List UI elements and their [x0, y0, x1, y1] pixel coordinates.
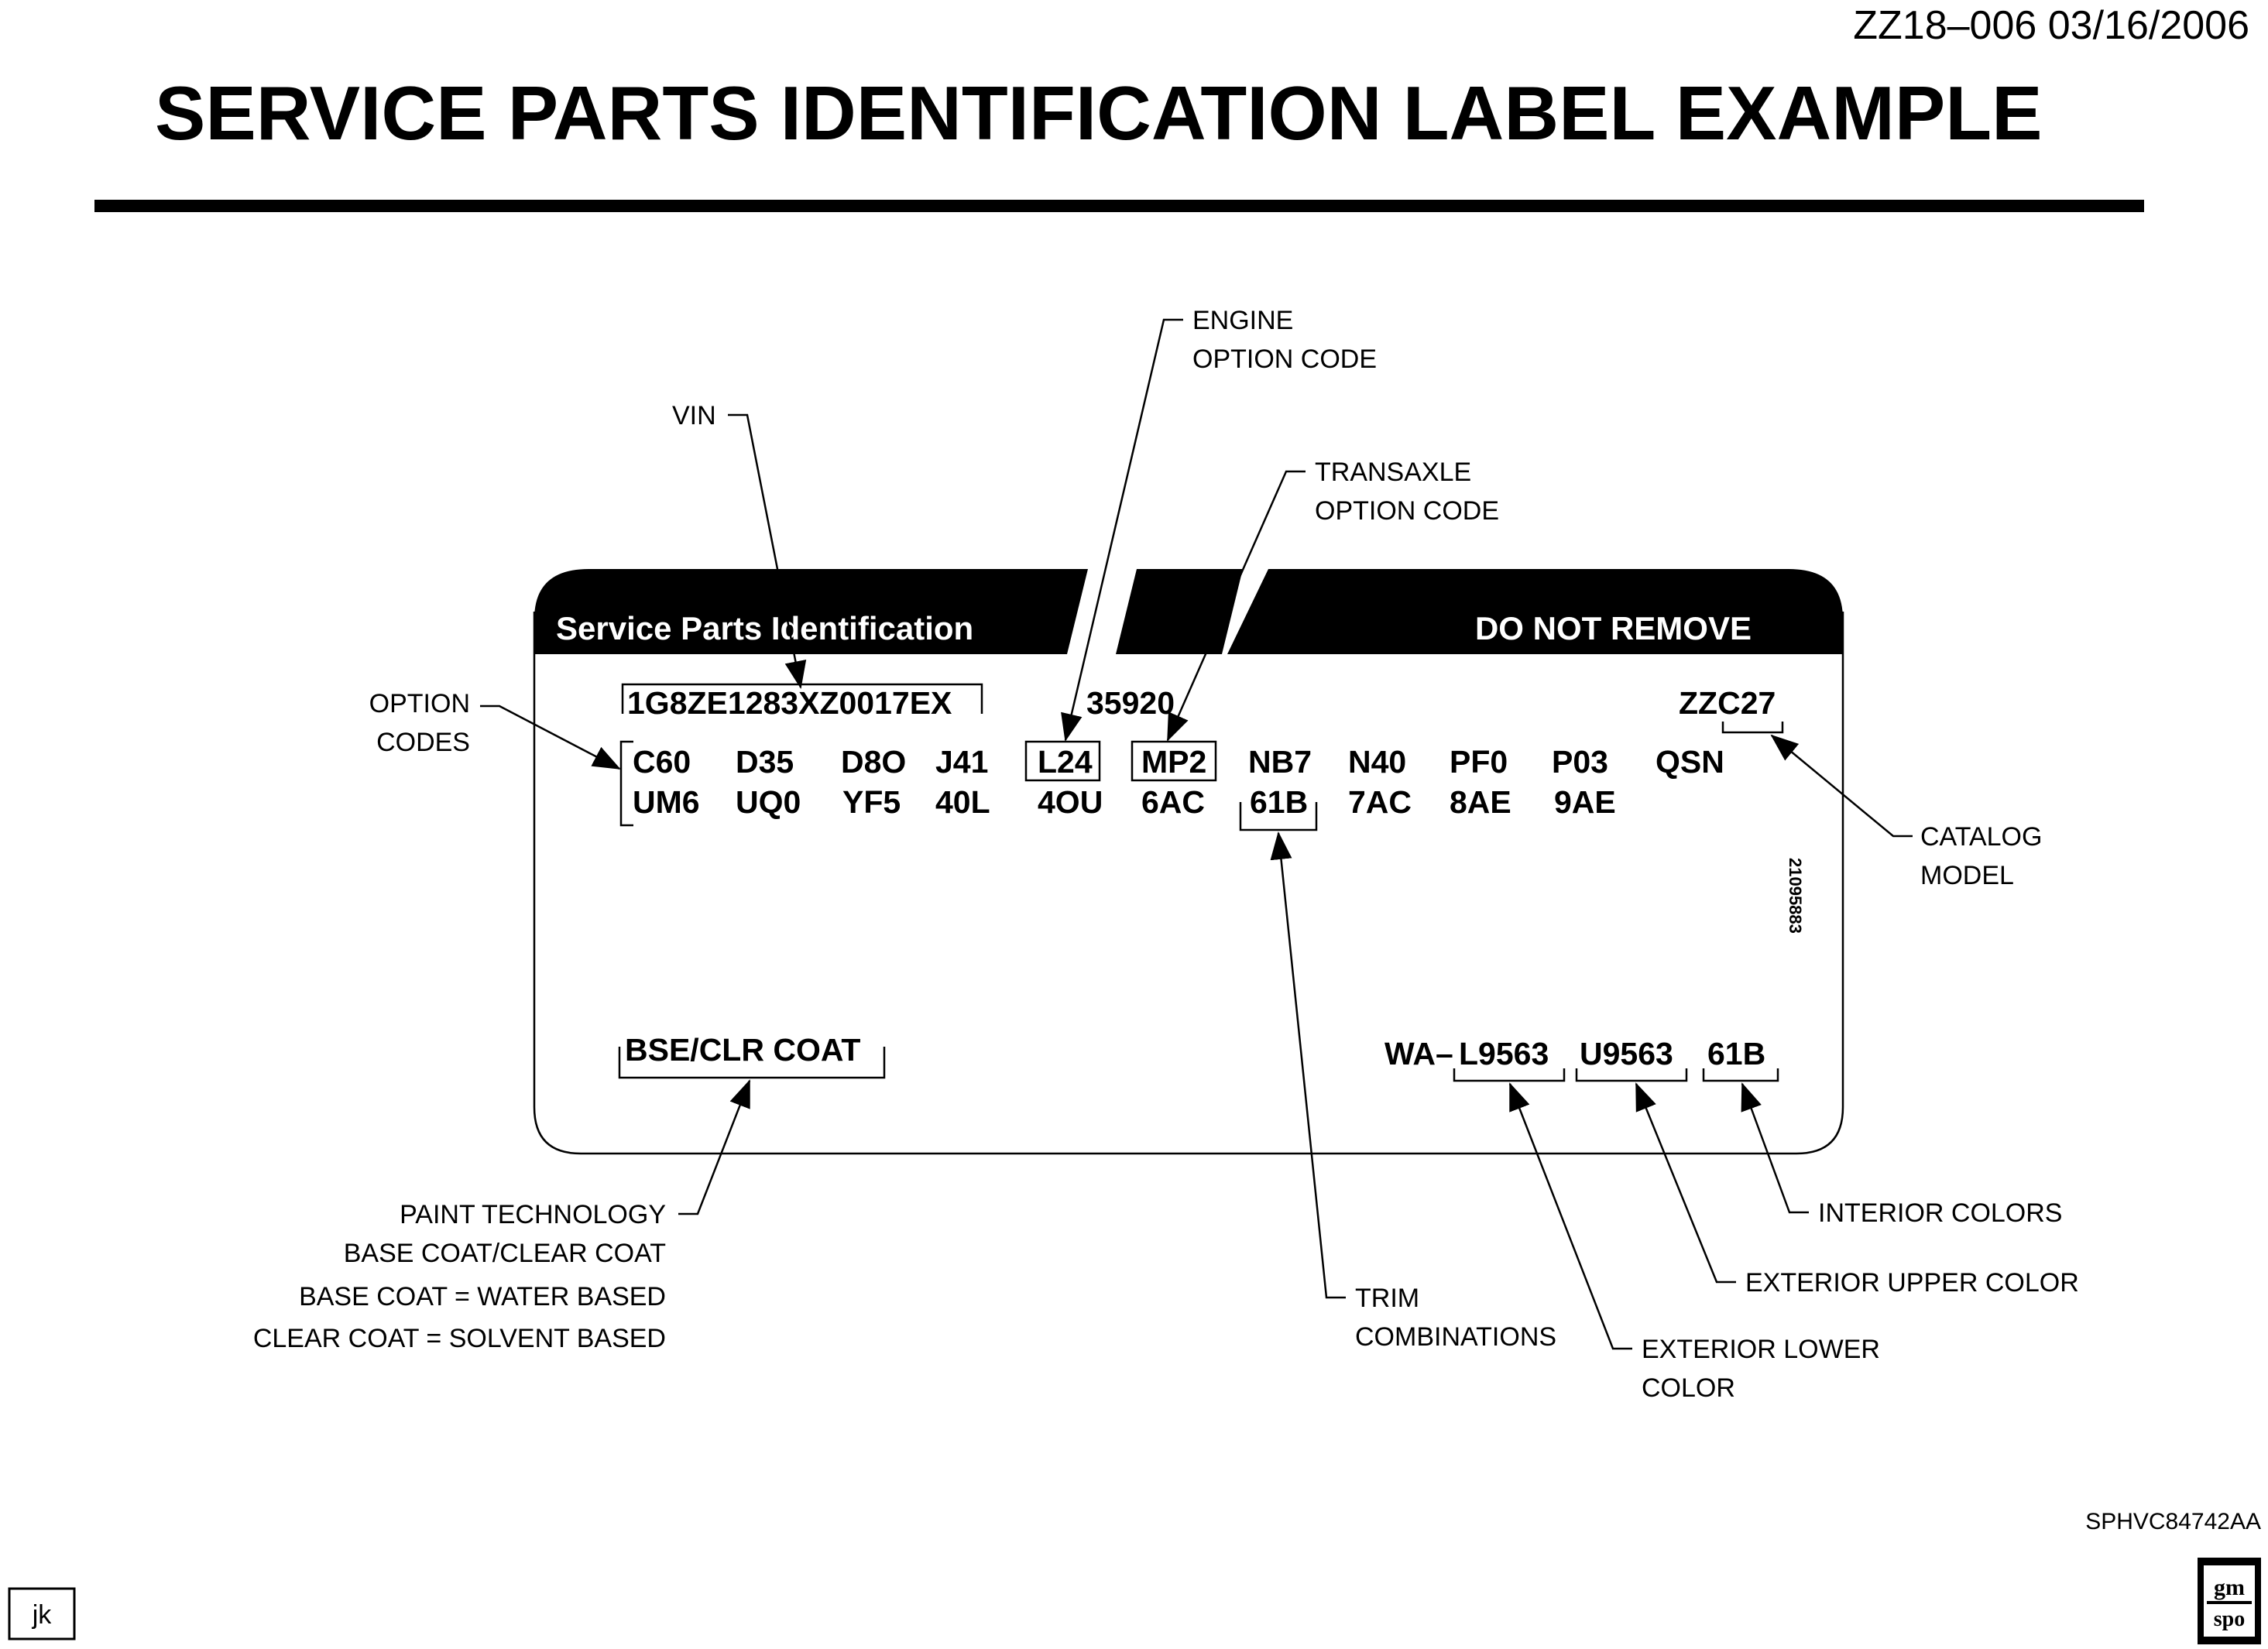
- ext-lower-leader: [1508, 1082, 1632, 1350]
- initials-box: [8, 1587, 76, 1640]
- trim-callout-line1: TRIM: [1355, 1284, 1419, 1313]
- option-code-row2-40l: 40L: [935, 784, 990, 820]
- option-codes-row-2: UM6 UQ0 YF5 40L 4OU 6AC 61B 7AC 8AE 9AE: [633, 784, 1616, 820]
- option-code-row1-pf0: PF0: [1450, 744, 1508, 780]
- initials: jk: [32, 1600, 53, 1630]
- engine-code-box: [1024, 740, 1101, 782]
- vin-value: 1G8ZE1283XZ0017EX: [627, 685, 952, 721]
- ext-upper-value: U9563: [1580, 1036, 1673, 1071]
- title-rule: [94, 200, 2144, 212]
- catalog-bracket: [1721, 722, 1784, 734]
- option-codes-row-1: C60 D35 D8O J41 L24 MP2 NB7 N40 PF0 P03 QSN: [633, 744, 1724, 780]
- catalog-callout-line2: MODEL: [1920, 861, 2014, 890]
- option-code-row2-9ae: 9AE: [1554, 784, 1616, 820]
- transaxle-code-box: [1131, 740, 1217, 782]
- option-codes-callout-line2: CODES: [376, 728, 470, 757]
- option-code-row2-8ae: 8AE: [1450, 784, 1511, 820]
- ext-lower-value: L9563: [1459, 1036, 1549, 1071]
- option-code-row2-um6: UM6: [633, 784, 700, 820]
- catalog-leader: [1770, 734, 1913, 838]
- paint-bracket: [618, 1047, 886, 1079]
- ext-lower-callout-line2: COLOR: [1642, 1373, 1735, 1403]
- option-code-row1-j41: J41: [935, 744, 988, 780]
- ext-upper-callout: EXTERIOR UPPER COLOR: [1745, 1268, 2079, 1298]
- trim-bracket: [1239, 802, 1318, 831]
- interior-callout: INTERIOR COLORS: [1818, 1198, 2062, 1228]
- part-number: 21095883: [1786, 858, 1805, 934]
- ext-lower-bracket: [1453, 1068, 1566, 1082]
- ext-upper-bracket: [1575, 1068, 1688, 1082]
- ext-lower-callout-line1: EXTERIOR LOWER: [1642, 1335, 1880, 1364]
- paint-callout-line2: BASE COAT/CLEAR COAT: [344, 1239, 666, 1268]
- label-header-left: Service Parts Identification: [556, 610, 973, 646]
- paint-leader: [678, 1079, 751, 1215]
- option-code-row1-d8o: D8O: [841, 744, 906, 780]
- trim-leader: [1270, 831, 1346, 1299]
- option-code-row2-6ac: 6AC: [1141, 784, 1205, 820]
- catalog-callout-line1: CATALOG: [1920, 822, 2042, 852]
- option-code-row2-yf5: YF5: [842, 784, 901, 820]
- label-outline: [533, 612, 1844, 1155]
- option-code-row1-c60: C60: [633, 744, 691, 780]
- transaxle-leader: [1166, 470, 1306, 742]
- label-header-band-right: [1227, 569, 1843, 654]
- page-title: SERVICE PARTS IDENTIFICATION LABEL EXAMP…: [155, 70, 2043, 156]
- option-code-row2-7ac: 7AC: [1348, 784, 1412, 820]
- option-codes-bracket: [619, 740, 633, 827]
- paint-callout-line1: PAINT TECHNOLOGY: [400, 1200, 666, 1229]
- interior-bracket: [1702, 1068, 1779, 1082]
- option-codes-callout-line1: OPTION: [369, 689, 470, 718]
- option-code-row1-mp2: MP2: [1141, 744, 1206, 780]
- option-code-row1-l24: L24: [1038, 744, 1093, 780]
- document-id: ZZ18–006 03/16/2006: [1853, 3, 2249, 48]
- engine-callout-line1: ENGINE: [1192, 306, 1293, 335]
- interior-leader: [1741, 1082, 1809, 1214]
- option-code-row1-d35: D35: [736, 744, 794, 780]
- option-code-row1-n40: N40: [1348, 744, 1406, 780]
- paint-tech-value: BSE/CLR COAT: [625, 1032, 860, 1068]
- logo-text-bottom: spo: [2214, 1607, 2245, 1631]
- transaxle-callout-line2: OPTION CODE: [1315, 496, 1499, 526]
- option-code-row1-nb7: NB7: [1248, 744, 1312, 780]
- transaxle-callout-line1: TRANSAXLE: [1315, 458, 1471, 487]
- ext-upper-leader: [1635, 1082, 1736, 1284]
- option-code-row1-qsn: QSN: [1656, 744, 1724, 780]
- trim-callout-line2: COMBINATIONS: [1355, 1322, 1556, 1352]
- engine-leader: [1061, 318, 1183, 742]
- label-header-band-mid: [1116, 569, 1243, 654]
- option-code-row2-4ou: 4OU: [1038, 784, 1103, 820]
- label-header-right: DO NOT REMOVE: [1475, 610, 1752, 646]
- label-header-band-left: [534, 569, 1088, 654]
- option-code-row1-p03: P03: [1552, 744, 1608, 780]
- vin-leader: [728, 413, 807, 689]
- option-codes-leader: [480, 705, 621, 770]
- paint-callout-line3: BASE COAT = WATER BASED: [299, 1282, 666, 1311]
- vin-callout: VIN: [672, 401, 716, 430]
- color-prefix: WA–: [1384, 1036, 1453, 1071]
- logo-text-top: gm: [2214, 1575, 2245, 1600]
- gm-spo-logo: gm spo: [2198, 1558, 2261, 1644]
- catalog-code: ZZC27: [1679, 685, 1776, 721]
- option-code-row2-uq0: UQ0: [736, 784, 801, 820]
- paint-callout-line4: CLEAR COAT = SOLVENT BASED: [253, 1324, 666, 1353]
- engine-callout-line2: OPTION CODE: [1192, 345, 1377, 374]
- interior-color-value: 61B: [1707, 1036, 1765, 1071]
- label-number: 35920: [1086, 685, 1175, 721]
- option-code-row2-61b: 61B: [1250, 784, 1308, 820]
- reference-code: SPHVC84742AA: [2085, 1509, 2261, 1534]
